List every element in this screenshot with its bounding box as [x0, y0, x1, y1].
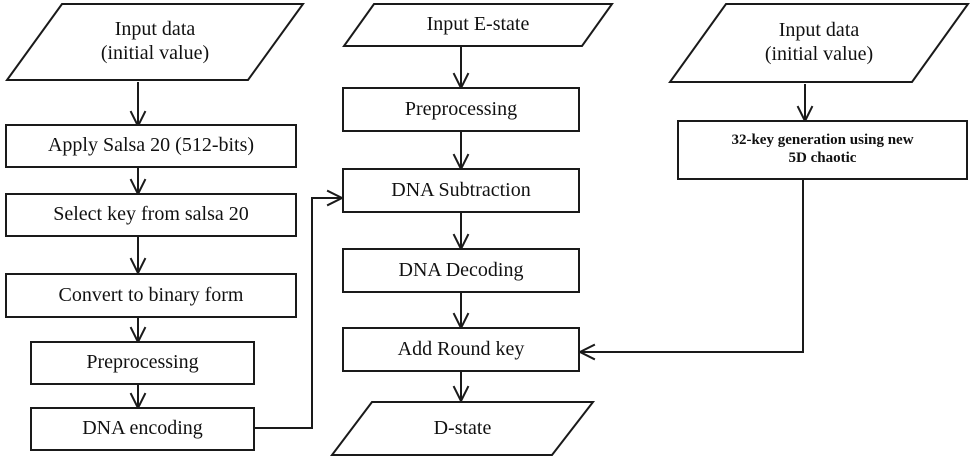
edge-add-round-key-to-d-state — [452, 371, 470, 404]
dna-decoding-node: DNA Decoding — [342, 248, 580, 293]
edge-preprocessing-to-dna-subtraction — [452, 131, 470, 172]
edge-dna-decoding-to-add-round-key — [452, 292, 470, 331]
edge-preprocessing-to-dna-encoding — [129, 384, 147, 411]
parallelogram-shape — [329, 401, 596, 456]
select-key-from-salsa-20-label: Select key from salsa 20 — [53, 203, 249, 226]
right-input-data-node: Input data (initial value) — [668, 2, 970, 84]
middle-preprocessing-label: Preprocessing — [404, 97, 518, 120]
edge-key-generation-to-add-round-key — [577, 180, 804, 361]
dna-decoding-label: DNA Decoding — [398, 258, 524, 281]
add-round-key-label: Add Round key — [397, 337, 525, 360]
dna-encoding-node: DNA encoding — [30, 407, 255, 451]
convert-to-binary-form-node: Convert to binary form — [5, 273, 297, 318]
edge-e-state-to-preprocessing — [452, 46, 470, 91]
edge-select-key-to-convert — [129, 236, 147, 276]
left-preprocessing-node: Preprocessing — [30, 341, 255, 385]
edge-right-input-to-key-generation — [796, 84, 814, 124]
parallelogram-shape — [342, 3, 614, 47]
edge-salsa-to-select-key — [129, 167, 147, 197]
key-generation-line1: 32-key generation using new — [731, 132, 914, 149]
input-e-state-node: Input E-state — [342, 2, 614, 48]
left-preprocessing-label: Preprocessing — [86, 351, 199, 374]
parallelogram-shape — [5, 3, 305, 81]
key-generation-line2: 5D chaotic — [788, 150, 857, 166]
edge-convert-to-preprocessing — [129, 317, 147, 345]
dna-encoding-label: DNA encoding — [82, 417, 203, 440]
left-input-data-node: Input data (initial value) — [5, 2, 305, 82]
dna-subtraction-node: DNA Subtraction — [342, 168, 580, 213]
edge-left-input-to-salsa — [129, 82, 147, 129]
select-key-from-salsa-20-node: Select key from salsa 20 — [5, 193, 297, 237]
apply-salsa-20-node: Apply Salsa 20 (512-bits) — [5, 124, 297, 168]
parallelogram-shape — [668, 3, 970, 83]
convert-to-binary-form-label: Convert to binary form — [58, 283, 244, 306]
edge-dna-subtraction-to-dna-decoding — [452, 212, 470, 252]
apply-salsa-20-label: Apply Salsa 20 (512-bits) — [47, 134, 255, 157]
key-generation-5d-chaotic-node: 32-key generation using new 5D chaotic — [677, 120, 968, 180]
d-state-node: D-state — [329, 400, 596, 457]
add-round-key-node: Add Round key — [342, 327, 580, 372]
dna-subtraction-label: DNA Subtraction — [391, 178, 531, 201]
middle-preprocessing-node: Preprocessing — [342, 87, 580, 132]
